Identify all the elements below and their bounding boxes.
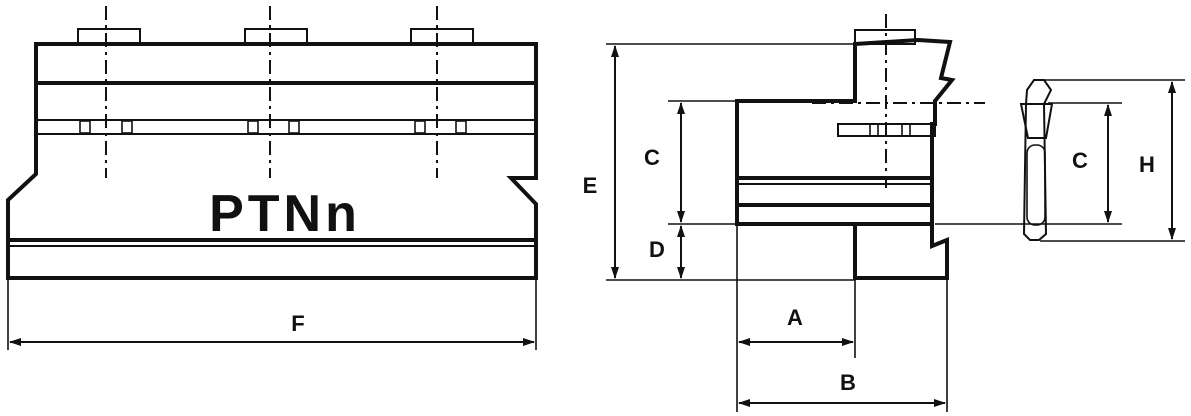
dimension-b: B: [738, 280, 948, 412]
dimension-label-c-side: C: [644, 145, 660, 170]
dimension-label-h: H: [1139, 152, 1155, 177]
dimension-label-c-blade: C: [1072, 148, 1088, 173]
dimension-c-side: C: [644, 100, 737, 225]
cutting-blade: [1019, 79, 1054, 241]
front-view: PTNn: [6, 6, 538, 280]
screw-head-2: [244, 28, 308, 45]
side-view: [735, 14, 985, 280]
dimension-d: D: [649, 225, 685, 279]
dimension-label-d: D: [649, 237, 665, 262]
side-foot: [853, 222, 949, 280]
dimension-f: F: [7, 280, 537, 350]
dimension-h: H: [1040, 79, 1185, 242]
screw-head-3: [410, 28, 474, 45]
dimension-c-blade: C: [935, 102, 1122, 225]
screw-head-1: [77, 28, 141, 45]
front-slots: [79, 120, 467, 134]
dimension-label-a: A: [787, 305, 803, 330]
dimension-label-f: F: [291, 311, 304, 336]
side-body: [735, 37, 956, 226]
product-label: PTNn: [209, 185, 361, 243]
blade-insert-tip: [1019, 103, 1054, 139]
dimension-a: A: [736, 224, 856, 412]
dimension-label-e: E: [583, 173, 598, 198]
dimension-e: E: [583, 43, 900, 281]
dimension-label-b: B: [840, 370, 856, 395]
